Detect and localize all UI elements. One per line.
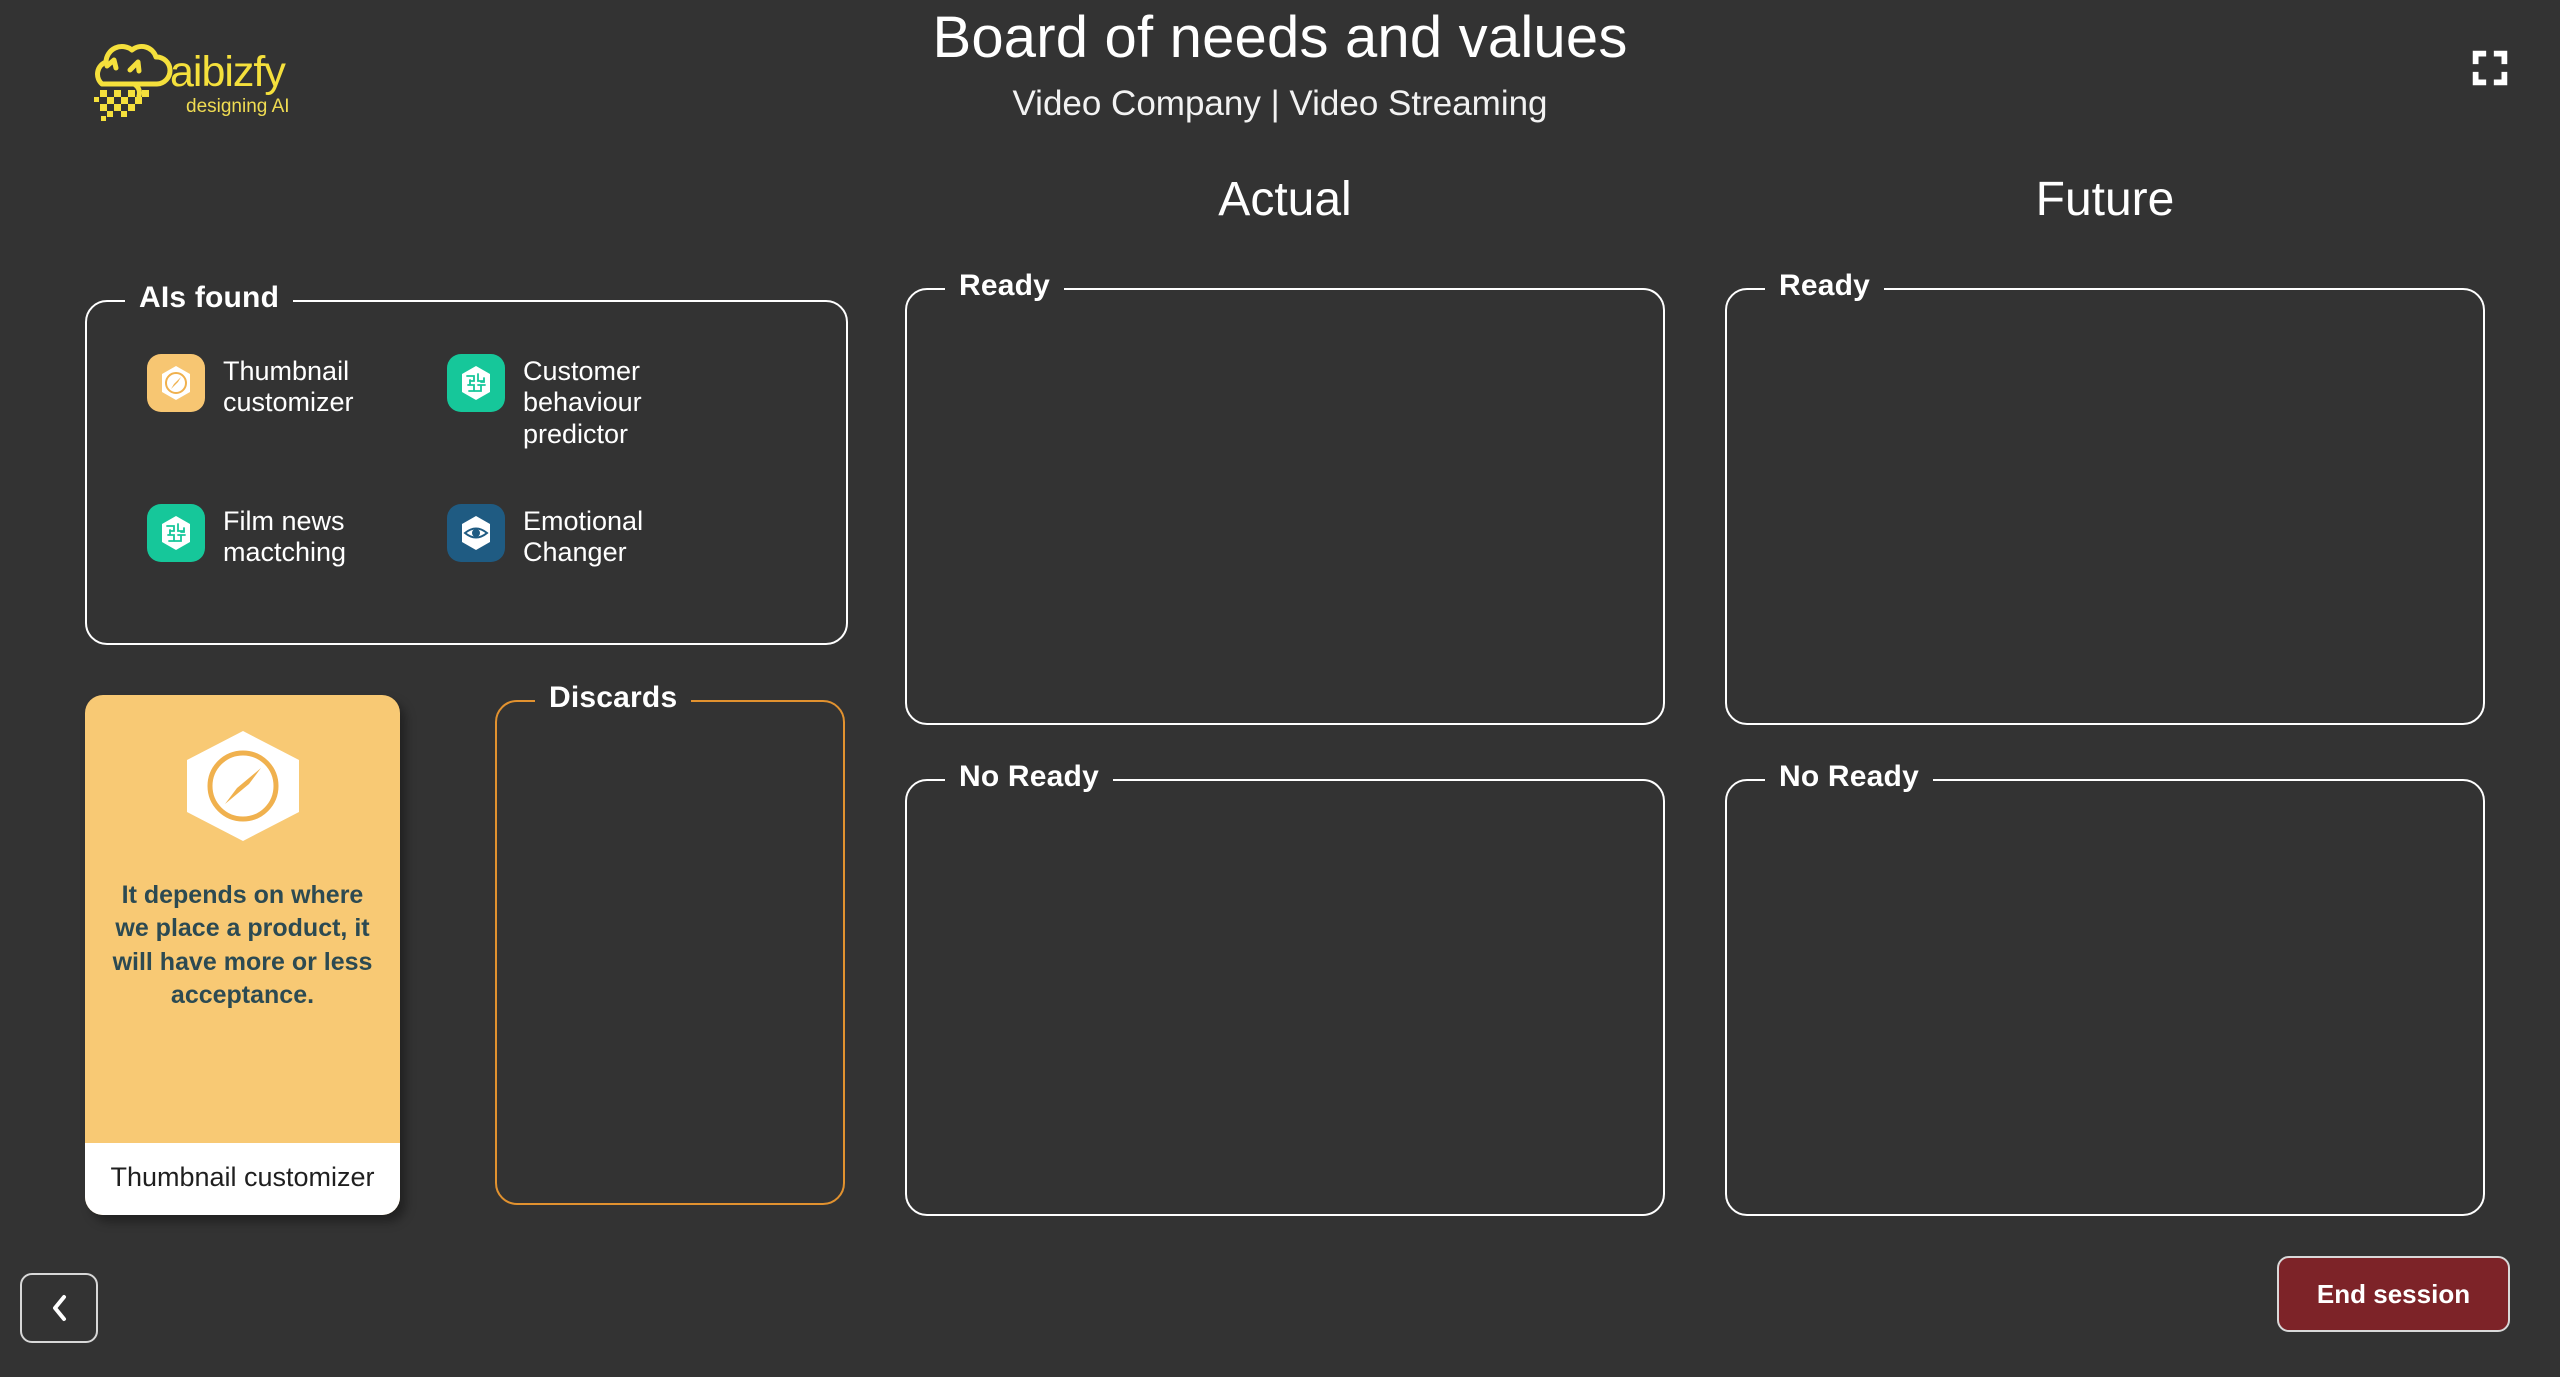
ai-item-thumbnail-customizer[interactable]: Thumbnail customizer [147,354,427,450]
circuit-hexagon-icon [147,503,205,562]
value-card-footer: Thumbnail customizer [85,1142,400,1215]
panel-future-no-ready-label: No Ready [1765,760,1933,794]
value-card[interactable]: It depends on where we place a product, … [85,695,400,1215]
panel-discards-label: Discards [535,681,692,715]
end-session-button[interactable]: End session [2277,1256,2510,1332]
header-text-block: Board of needs and values Video Company … [0,0,2560,125]
panel-future-no-ready[interactable]: No Ready [1725,760,2485,1216]
back-button[interactable] [20,1273,98,1343]
panel-future-ready-label: Ready [1765,269,1885,303]
ai-item-label: Customer behaviour predictor [523,356,642,449]
svg-text:designing AI: designing AI [186,96,290,117]
page-subtitle: Video Company | Video Streaming [1012,83,1548,123]
column-heading-actual: Actual [1218,173,1352,226]
panel-ais-found-label: AIs found [125,281,294,315]
fullscreen-expand-icon [2472,50,2508,86]
circuit-hexagon-icon [447,354,505,412]
value-card-text: It depends on where we place a product, … [112,881,373,1009]
brand-logo[interactable]: aibizfy designing AI [78,36,348,124]
ais-found-grid: Thumbnail customizer Customer behaviour … [147,354,787,569]
ai-item-emotional-changer[interactable]: Emotional Changer [447,503,747,569]
fullscreen-button[interactable] [2462,40,2518,96]
cloud-pixel-rain-icon: aibizfy designing AI [94,44,290,121]
compass-hexagon-icon [147,354,205,412]
eye-hexagon-icon [447,503,505,562]
compass-hexagon-icon [186,731,299,841]
panel-actual-no-ready[interactable]: No Ready [905,760,1665,1216]
ai-item-customer-behaviour-predictor[interactable]: Customer behaviour predictor [447,354,747,450]
chevron-left-icon [53,1295,66,1321]
panel-discards[interactable]: Discards [495,681,845,1205]
panel-actual-no-ready-label: No Ready [945,760,1113,794]
ai-item-label: Film news mactching [223,505,347,568]
column-heading-future: Future [2035,173,2175,226]
ai-item-label: Emotional Changer [523,505,644,568]
panel-ais-found: AIs found Thumbnail customizer [85,281,848,645]
ai-item-film-news-mactching[interactable]: Film news mactching [147,503,427,569]
panel-actual-ready-label: Ready [945,269,1065,303]
ai-item-label: Thumbnail customizer [223,356,354,418]
panel-actual-ready[interactable]: Ready [905,269,1665,725]
page-title: Board of needs and values [932,5,1628,70]
svg-text:aibizfy: aibizfy [170,48,286,96]
panel-future-ready[interactable]: Ready [1725,269,2485,725]
